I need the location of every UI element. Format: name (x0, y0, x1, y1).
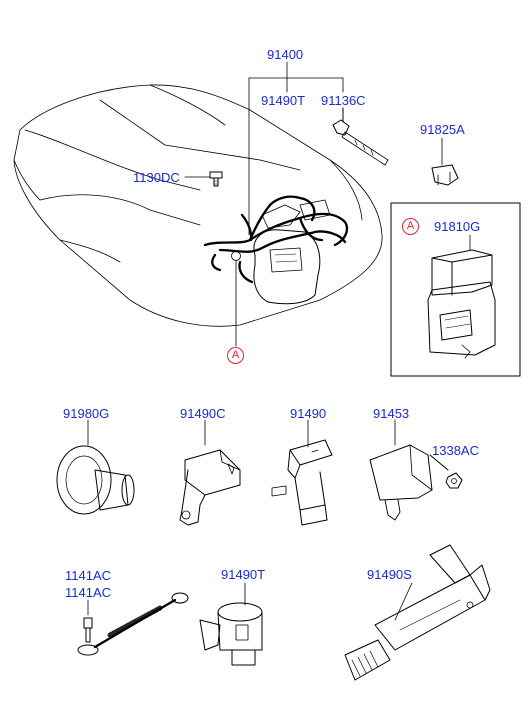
engine-harness-illustration (203, 195, 349, 305)
grommet-91980G-illustration (56, 419, 135, 515)
clip-91825A-illustration (431, 137, 459, 186)
part-label-91490T-top[interactable]: 91490T (261, 93, 306, 108)
callout-A-leader (231, 251, 241, 347)
part-label-1130DC[interactable]: 1130DC (133, 170, 180, 185)
part-label-91825A[interactable]: 91825A (420, 122, 465, 137)
callout-A-car: A (227, 347, 244, 364)
harness-protector-91490S-illustration (344, 544, 491, 681)
part-label-91980G[interactable]: 91980G (63, 406, 110, 421)
part-label-91490S[interactable]: 91490S (367, 567, 412, 582)
part-label-1141AC-a[interactable]: 1141AC (65, 568, 112, 583)
part-label-91453[interactable]: 91453 (373, 406, 410, 421)
detail-box-frame (390, 202, 521, 377)
part-label-91490T-bottom[interactable]: 91490T (221, 567, 266, 582)
protector-91490T-illustration (199, 582, 263, 666)
part-label-91490[interactable]: 91490 (290, 406, 327, 421)
fuse-holder-91453-illustration (369, 419, 463, 521)
clip-91136C-illustration (332, 107, 389, 166)
callout-A-detail: A (402, 218, 419, 235)
part-label-91400[interactable]: 91400 (267, 47, 304, 62)
part-label-91136C[interactable]: 91136C (321, 93, 366, 108)
part-label-1141AC-b[interactable]: 1141AC (65, 585, 112, 600)
part-label-91810G[interactable]: 91810G (434, 219, 481, 234)
relay-box-91810G-illustration (427, 234, 496, 359)
car-body-outline (13, 84, 383, 327)
bracket-91490-illustration (271, 419, 333, 526)
bracket-91490C-illustration (179, 419, 241, 526)
ground-cable-1141AC-illustration (77, 592, 189, 656)
part-label-1338AC[interactable]: 1338AC (432, 443, 479, 458)
bolt-1130DC-illustration (184, 171, 223, 187)
leader-91400 (248, 61, 344, 236)
part-label-91490C[interactable]: 91490C (180, 406, 226, 421)
